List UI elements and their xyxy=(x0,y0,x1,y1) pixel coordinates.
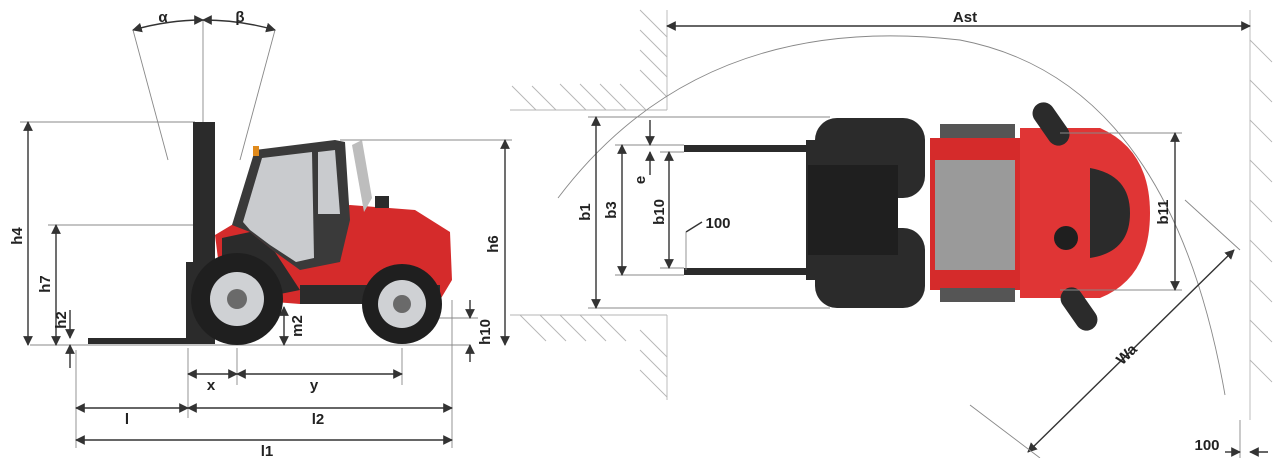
width-dimensions: b1 b3 b10 b11 e xyxy=(577,116,1180,309)
e-label: e xyxy=(632,176,649,184)
aisle-walls xyxy=(510,9,1273,420)
length-dimensions: x y l l2 l1 xyxy=(75,300,453,458)
l1-label: l1 xyxy=(261,443,274,458)
m2-label: m2 xyxy=(289,315,306,337)
wall-gap-100-label: 100 xyxy=(1194,437,1219,454)
y-label: y xyxy=(310,377,319,394)
h10-label: h10 xyxy=(477,319,494,345)
h4-label: h4 xyxy=(9,227,26,245)
working-radius-dimension: Wa xyxy=(969,199,1241,458)
h6-label: h6 xyxy=(485,235,502,253)
forklift-side-illustration xyxy=(88,122,452,345)
l-label: l xyxy=(125,411,129,428)
fork-clearance-marker: 100 xyxy=(685,215,731,270)
h2-label: h2 xyxy=(53,311,70,329)
b10-label: b10 xyxy=(651,199,668,225)
wall-gap-dimension: 100 xyxy=(1194,420,1268,458)
side-view: α β xyxy=(9,9,512,458)
beta-label: β xyxy=(235,9,244,26)
b1-label: b1 xyxy=(577,203,594,221)
b11-label: b11 xyxy=(1155,199,1172,224)
l2-label: l2 xyxy=(312,411,325,428)
tilt-angles: α β xyxy=(132,9,276,161)
ast-label: Ast xyxy=(953,9,977,26)
height-dimensions: h4 h7 h2 m2 h6 h10 xyxy=(9,121,510,368)
alpha-label: α xyxy=(158,9,168,26)
top-view: Ast b1 xyxy=(510,9,1273,458)
h7-label: h7 xyxy=(37,275,54,293)
b3-label: b3 xyxy=(603,201,620,219)
x-label: x xyxy=(207,377,216,394)
forklift-top-illustration xyxy=(684,102,1150,331)
clearance-100-label: 100 xyxy=(705,215,730,232)
